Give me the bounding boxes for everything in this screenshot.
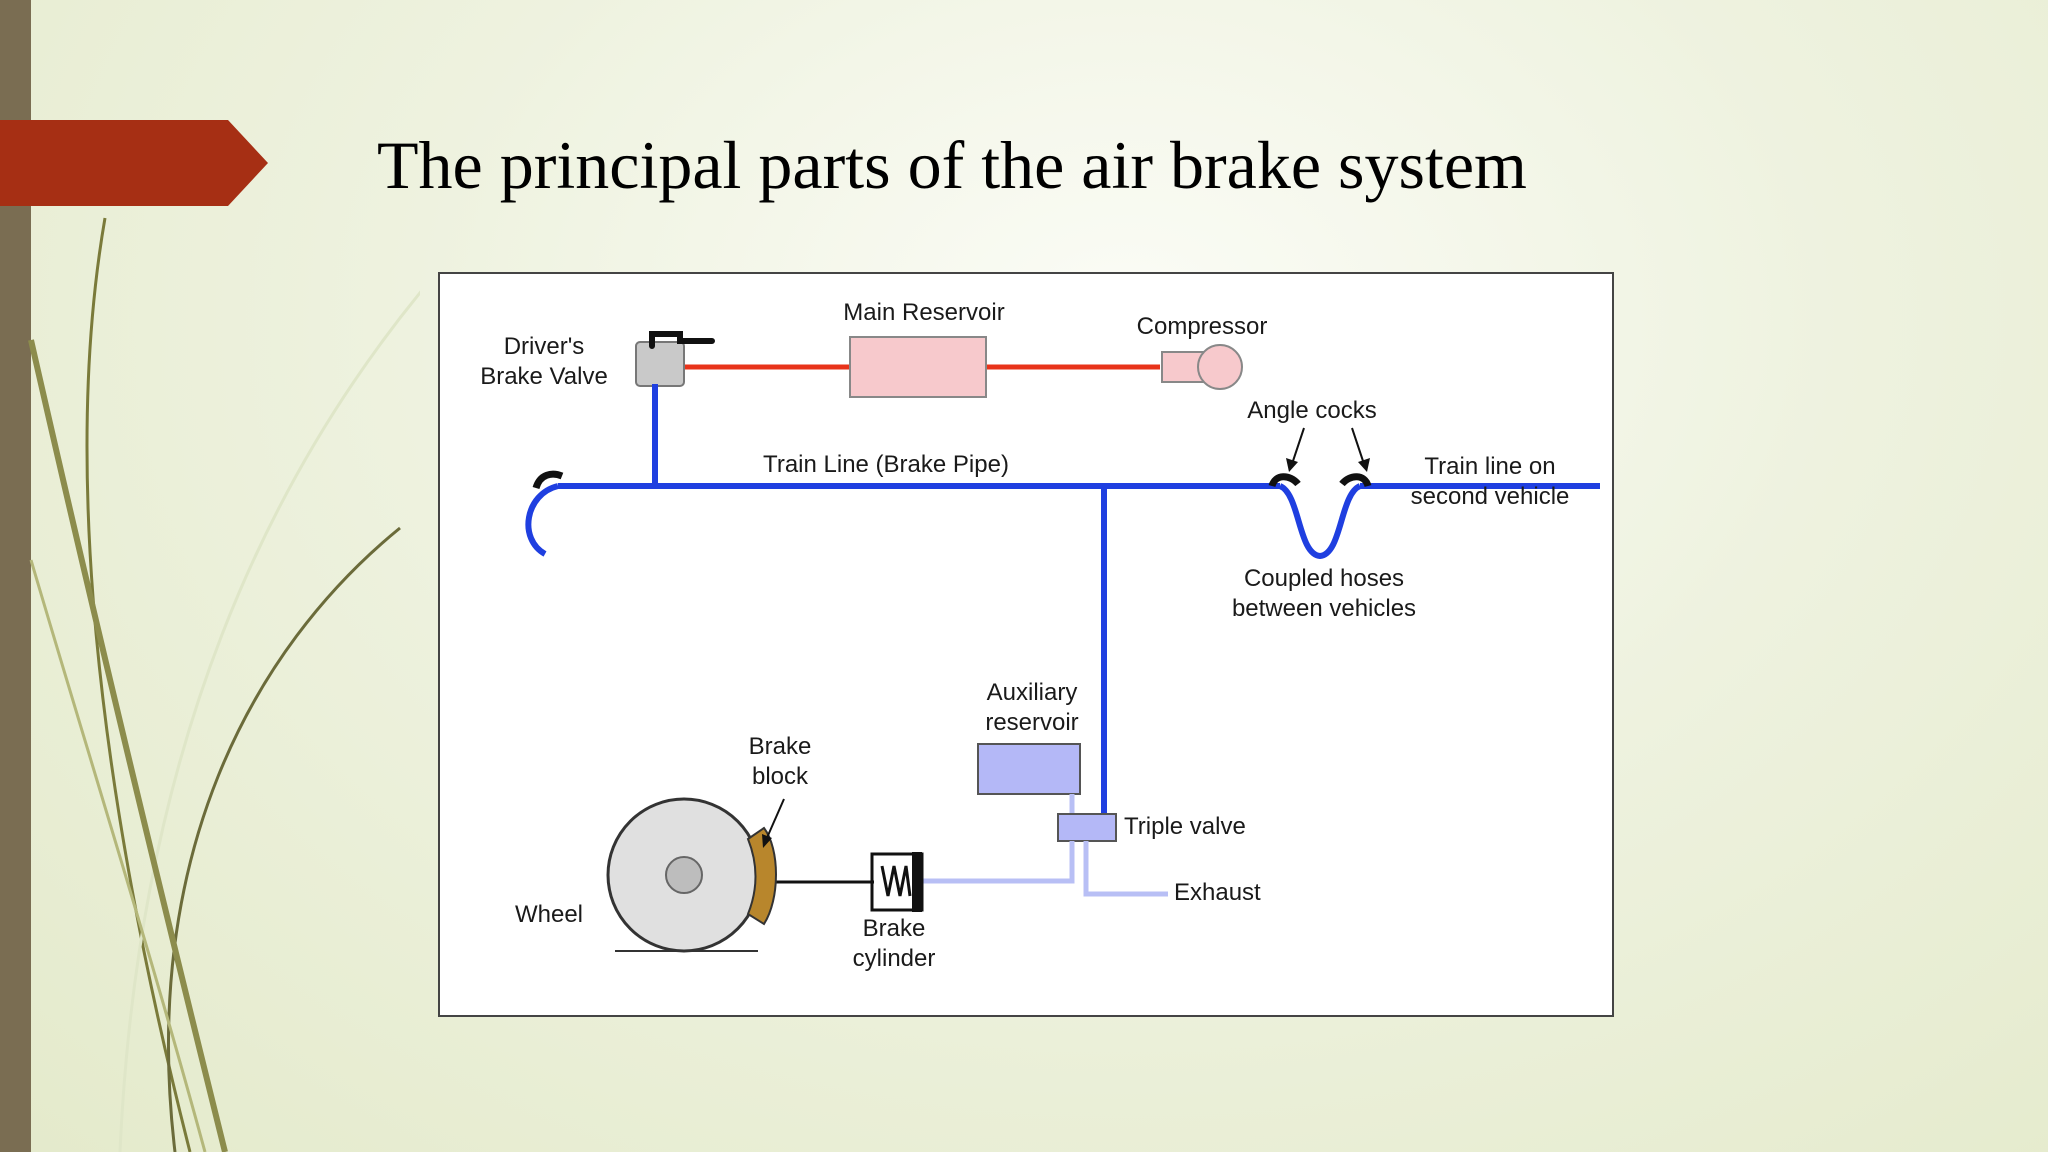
- exhaust-pipe: [1083, 841, 1168, 897]
- wheel-label: Wheel: [514, 901, 584, 928]
- brake-block-pointer-head: [762, 834, 772, 848]
- train-line-second-label-2: second vehicle: [1410, 483, 1570, 510]
- brake-block-label-2: block: [751, 763, 809, 790]
- wheel-hub: [665, 856, 703, 894]
- brake-cylinder-label-1: Brake: [862, 915, 926, 942]
- train-line-second-label-1: Train line on: [1424, 453, 1556, 480]
- angle-cock-arrow-right: [1351, 427, 1365, 465]
- brake-block: [746, 826, 777, 926]
- brake-cylinder-end: [912, 852, 922, 912]
- triple-valve-label: Triple valve: [1124, 813, 1246, 840]
- title-arrow-marker: [0, 120, 268, 206]
- compressor-label: Compressor: [1136, 313, 1268, 340]
- drivers-brake-valve: [635, 341, 685, 387]
- decorative-curves: [28, 217, 420, 1152]
- angle-cock-arrowhead-left: [1286, 458, 1298, 472]
- diagram-drawing: [525, 331, 1600, 953]
- coupled-hoses: [1278, 483, 1362, 560]
- angle-cock-arrowhead-right: [1358, 458, 1370, 472]
- brake-cylinder-label-2: cylinder: [852, 945, 936, 972]
- auxiliary-reservoir-tank: [977, 743, 1081, 795]
- coupled-hoses-label-2: between vehicles: [1231, 595, 1417, 622]
- brake-cylinder-spring: [880, 865, 912, 897]
- angle-cock-arrow-left: [1291, 427, 1305, 465]
- coupled-hoses-label-1: Coupled hoses: [1243, 565, 1405, 592]
- brake-valve-handle: [649, 331, 715, 349]
- drivers-brake-valve-label-1: Driver's: [503, 333, 585, 360]
- compressor-head: [1197, 344, 1243, 390]
- angle-cock-right: [1339, 473, 1372, 488]
- main-reservoir-label: Main Reservoir: [843, 299, 1005, 326]
- main-reservoir-tank: [849, 336, 987, 398]
- brake-block-pointer: [765, 798, 785, 841]
- left-angle-cock: [532, 470, 564, 490]
- slide-title: The principal parts of the air brake sys…: [377, 127, 1527, 203]
- drivers-brake-valve-label-2: Brake Valve: [480, 363, 608, 390]
- auxiliary-reservoir-label-1: Auxiliary: [986, 679, 1078, 706]
- air-brake-diagram: Driver's Brake Valve Main Reservoir Comp…: [438, 272, 1614, 1017]
- angle-cocks-label: Angle cocks: [1247, 397, 1377, 424]
- brake-block-label-1: Brake: [748, 733, 812, 760]
- left-hose: [525, 483, 559, 557]
- auxiliary-reservoir-label-2: reservoir: [985, 709, 1079, 736]
- train-line-label: Train Line (Brake Pipe): [763, 451, 1009, 478]
- angle-cock-left: [1268, 473, 1301, 488]
- triple-valve-body: [1057, 813, 1117, 842]
- exhaust-label: Exhaust: [1174, 879, 1261, 906]
- cylinder-feed-pipe: [918, 841, 1075, 884]
